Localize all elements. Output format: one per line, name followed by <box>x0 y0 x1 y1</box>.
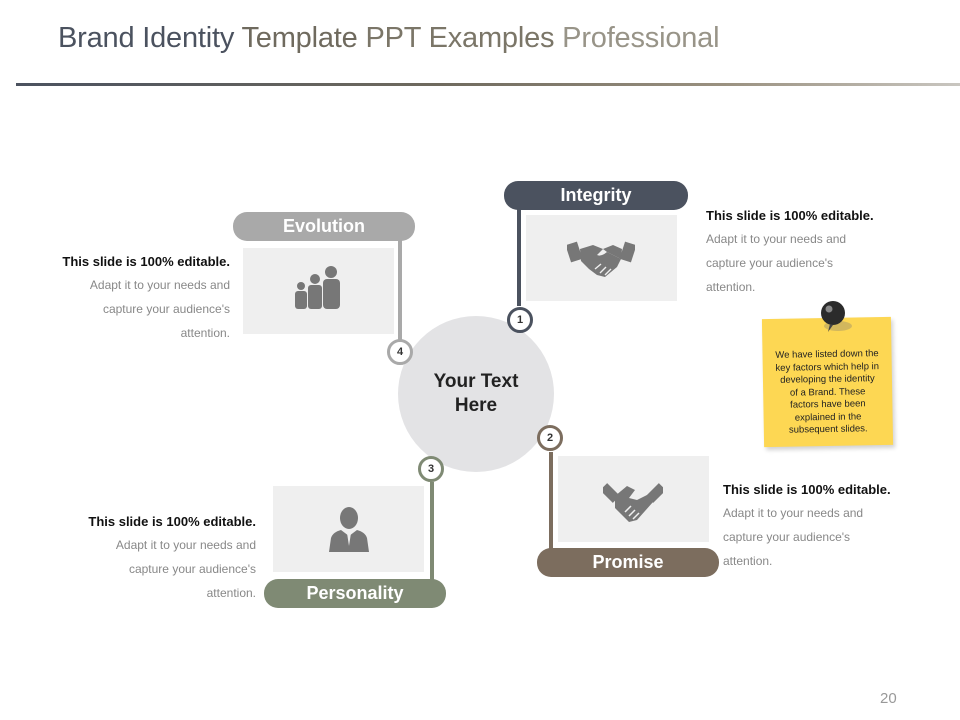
page-number: 20 <box>880 690 897 707</box>
center-text: Your Text Here <box>433 371 519 416</box>
step-badge-3: 3 <box>418 456 444 482</box>
icon-box-integrity <box>526 215 677 301</box>
pill-evolution: Evolution <box>233 212 415 241</box>
step-number-4: 4 <box>396 346 404 358</box>
heading-integrity: This slide is 100% editable. <box>706 208 874 223</box>
sticky-note-text: We have listed down the key factors whic… <box>775 348 880 436</box>
connector-line-4 <box>398 236 402 340</box>
handshake-icon <box>567 241 635 277</box>
text-block-promise: This slide is 100% editable. Adapt it to… <box>723 482 923 573</box>
step-number-1: 1 <box>516 314 524 326</box>
body-promise: Adapt it to your needs and capture your … <box>723 506 864 568</box>
title-part-4: Professional <box>562 22 720 54</box>
connector-line-1 <box>517 208 521 306</box>
step-badge-2: 2 <box>537 425 563 451</box>
body-evolution: Adapt it to your needs and capture your … <box>89 278 230 340</box>
text-block-personality: This slide is 100% editable. Adapt it to… <box>56 514 256 605</box>
connector-line-3 <box>430 482 434 582</box>
step-badge-4: 4 <box>387 339 413 365</box>
group-icon <box>295 266 340 309</box>
step-number-2: 2 <box>546 432 554 444</box>
body-personality: Adapt it to your needs and capture your … <box>115 538 256 600</box>
handshake-diamond-icon <box>603 483 663 522</box>
icon-box-evolution <box>243 248 394 334</box>
slide-title: Brand Identity Template PPT Examples Pro… <box>58 22 720 55</box>
pill-label-evolution: Evolution <box>283 216 365 236</box>
heading-evolution: This slide is 100% editable. <box>62 254 230 269</box>
pushpin-icon <box>821 301 852 332</box>
person-icon <box>329 507 369 552</box>
heading-personality: This slide is 100% editable. <box>88 514 256 529</box>
icon-box-promise <box>558 456 709 542</box>
title-divider <box>16 83 960 86</box>
step-badge-1: 1 <box>507 307 533 333</box>
body-integrity: Adapt it to your needs and capture your … <box>706 232 847 294</box>
pill-label-integrity: Integrity <box>560 185 632 205</box>
center-circle: Your Text Here <box>398 316 554 472</box>
text-block-evolution: This slide is 100% editable. Adapt it to… <box>30 254 230 345</box>
title-part-1: Brand Identity <box>58 22 235 54</box>
text-block-integrity: This slide is 100% editable. Adapt it to… <box>706 208 906 299</box>
title-part-3: PPT Examples <box>365 22 555 54</box>
icon-box-personality <box>273 486 424 572</box>
pill-label-personality: Personality <box>306 583 404 603</box>
pill-integrity: Integrity <box>504 181 688 210</box>
heading-promise: This slide is 100% editable. <box>723 482 891 497</box>
connector-line-2 <box>549 452 553 552</box>
pill-personality: Personality <box>264 579 446 608</box>
step-number-3: 3 <box>427 463 435 475</box>
pill-label-promise: Promise <box>592 552 664 572</box>
title-part-2: Template <box>241 22 358 54</box>
pill-promise: Promise <box>537 548 719 577</box>
